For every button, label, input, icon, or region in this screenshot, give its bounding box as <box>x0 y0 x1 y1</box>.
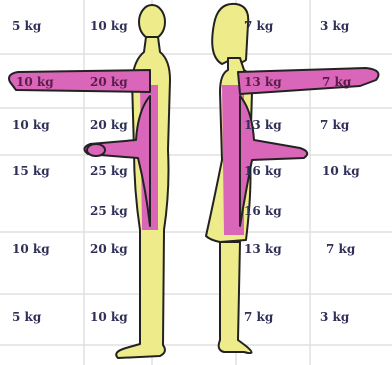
male-r5-near-label: 25 kg <box>90 205 128 217</box>
male-r3-far-label: 10 kg <box>12 119 50 131</box>
male-r1-near-label: 10 kg <box>90 20 128 32</box>
female-r1-near-label: 7 kg <box>244 20 273 32</box>
female-r6-far-label: 7 kg <box>326 243 355 255</box>
female-r4-near-label: 16 kg <box>244 165 282 177</box>
male-r1-far-label: 5 kg <box>12 20 41 32</box>
female-r4-far-label: 10 kg <box>322 165 360 177</box>
male-r7-far-label: 5 kg <box>12 311 41 323</box>
male-r4-near-label: 25 kg <box>90 165 128 177</box>
female-r7-near-label: 7 kg <box>244 311 273 323</box>
female-figure-icon <box>206 4 378 353</box>
male-r6-near-label: 20 kg <box>90 243 128 255</box>
male-r6-far-label: 10 kg <box>12 243 50 255</box>
female-r2-near-label: 13 kg <box>244 76 282 88</box>
female-r1-far-label: 3 kg <box>320 20 349 32</box>
male-r4-far-label: 15 kg <box>12 165 50 177</box>
female-r2-far-label: 7 kg <box>322 76 351 88</box>
female-r6-near-label: 13 kg <box>244 243 282 255</box>
female-r3-far-label: 7 kg <box>320 119 349 131</box>
male-r7-near-label: 10 kg <box>90 311 128 323</box>
female-r7-far-label: 3 kg <box>320 311 349 323</box>
male-r2-near-label: 20 kg <box>90 76 128 88</box>
male-r2-far-label: 10 kg <box>16 76 54 88</box>
female-r5-near-label: 16 kg <box>244 205 282 217</box>
male-r3-near-label: 20 kg <box>90 119 128 131</box>
male-figure-icon <box>9 5 170 358</box>
female-r3-near-label: 13 kg <box>244 119 282 131</box>
